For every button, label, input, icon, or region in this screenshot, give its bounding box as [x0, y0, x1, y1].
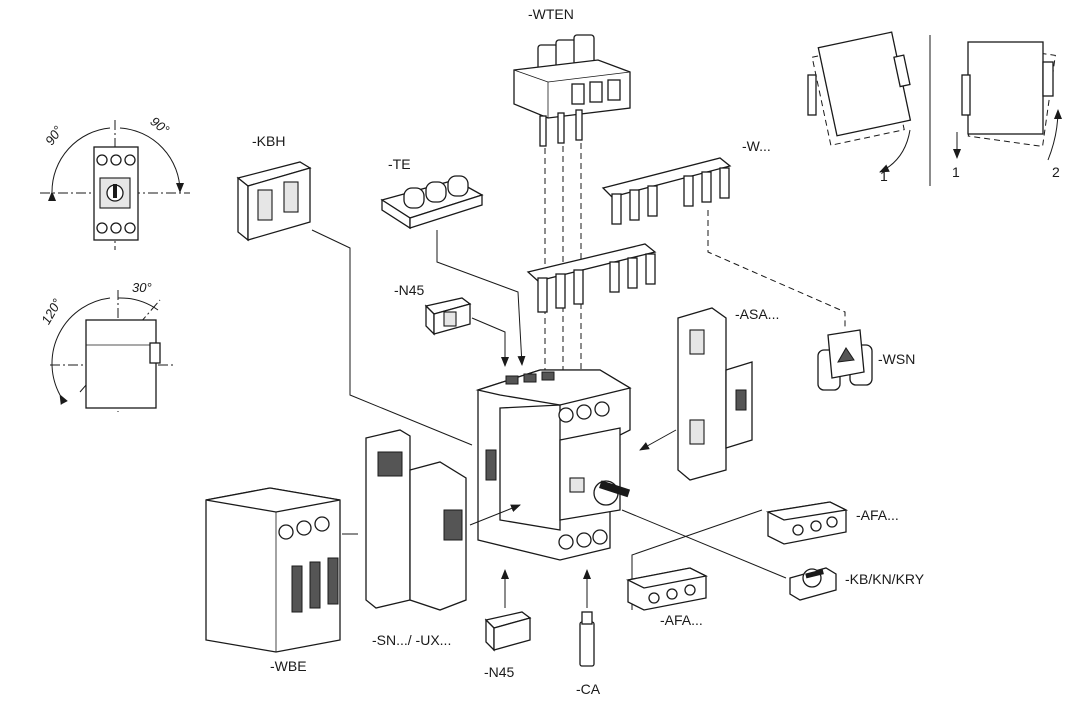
- step-2-label: 2: [1052, 164, 1060, 180]
- ca-part: [579, 611, 595, 667]
- angle-30-label: 30°: [132, 280, 152, 295]
- afa-bottom-label: -AFA...: [660, 612, 703, 628]
- afa-bottom-auxiliary-contact: [625, 567, 709, 611]
- din-rail-mounting-sketch: [807, 31, 1062, 186]
- step-1-label-second: 1: [952, 164, 960, 180]
- mounting-angle-120-sketch: [50, 290, 175, 412]
- wten-terminal-block: [513, 34, 631, 147]
- afa-right-label: -AFA...: [856, 507, 899, 523]
- kbh-handle-part: [236, 161, 312, 242]
- wten-label: -WTEN: [528, 6, 574, 22]
- motor-protection-switch: [475, 369, 632, 561]
- kb-kn-kry-label: -KB/KN/KRY: [845, 571, 925, 587]
- w-busbar-upper: [601, 157, 732, 225]
- wbe-enclosure: [205, 487, 341, 653]
- kbh-label: -KBH: [252, 133, 286, 149]
- wsn-label: -WSN: [878, 351, 916, 367]
- sn-ux-undervoltage-release: [365, 429, 467, 611]
- wbe-label: -WBE: [270, 658, 307, 674]
- w-busbar-lower: [526, 243, 657, 313]
- wsn-part: [817, 329, 873, 391]
- te-label: -TE: [388, 156, 411, 172]
- kb-kn-kry-part: [789, 567, 837, 601]
- n45-bottom-label: -N45: [484, 664, 515, 680]
- n45-bottom-clip: [484, 611, 532, 652]
- mounting-angle-90-sketch: [40, 120, 190, 250]
- n45-top-clip: [424, 297, 472, 336]
- afa-right-auxiliary-contact: [765, 501, 849, 545]
- asa-label: -ASA...: [735, 306, 780, 322]
- asa-auxiliary-switch: [677, 307, 753, 481]
- step-1-label-first: 1: [880, 168, 888, 184]
- w-label: -W...: [742, 138, 771, 154]
- te-terminal-cover: [380, 175, 484, 230]
- n45-top-label: -N45: [394, 282, 425, 298]
- ca-label: -CA: [576, 681, 601, 697]
- sn-ux-label: -SN.../ -UX...: [372, 632, 452, 648]
